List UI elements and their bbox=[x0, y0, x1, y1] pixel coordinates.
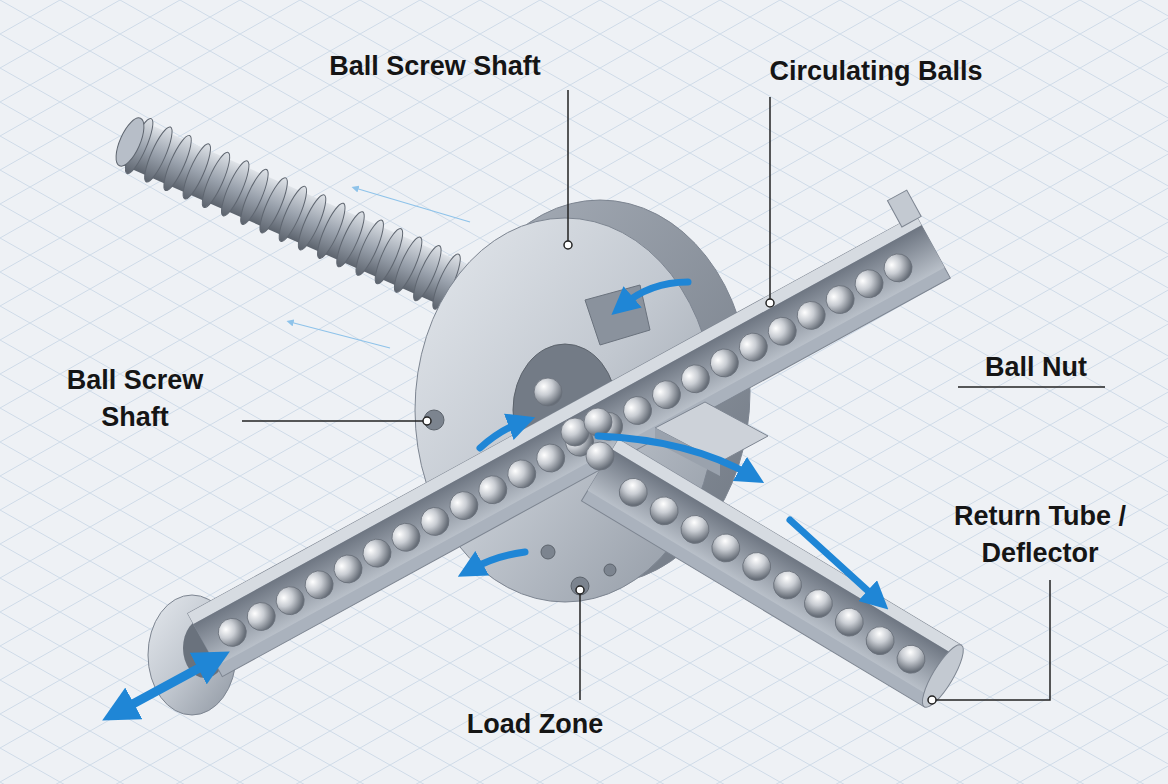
part-label: Circulating Balls bbox=[720, 53, 1032, 90]
part-label: Ball Nut bbox=[985, 349, 1125, 386]
screw-shaft bbox=[109, 111, 490, 323]
part-label: Load Zone bbox=[420, 706, 650, 743]
part-label: Return Tube / Deflector bbox=[925, 498, 1155, 572]
part-label: Ball Screw Shaft bbox=[45, 362, 225, 436]
deflector-block bbox=[534, 378, 768, 476]
return-channel bbox=[581, 439, 970, 712]
part-label: Ball Screw Shaft bbox=[300, 48, 570, 85]
motion-arrows bbox=[118, 282, 878, 712]
leader-lines bbox=[242, 90, 1105, 704]
